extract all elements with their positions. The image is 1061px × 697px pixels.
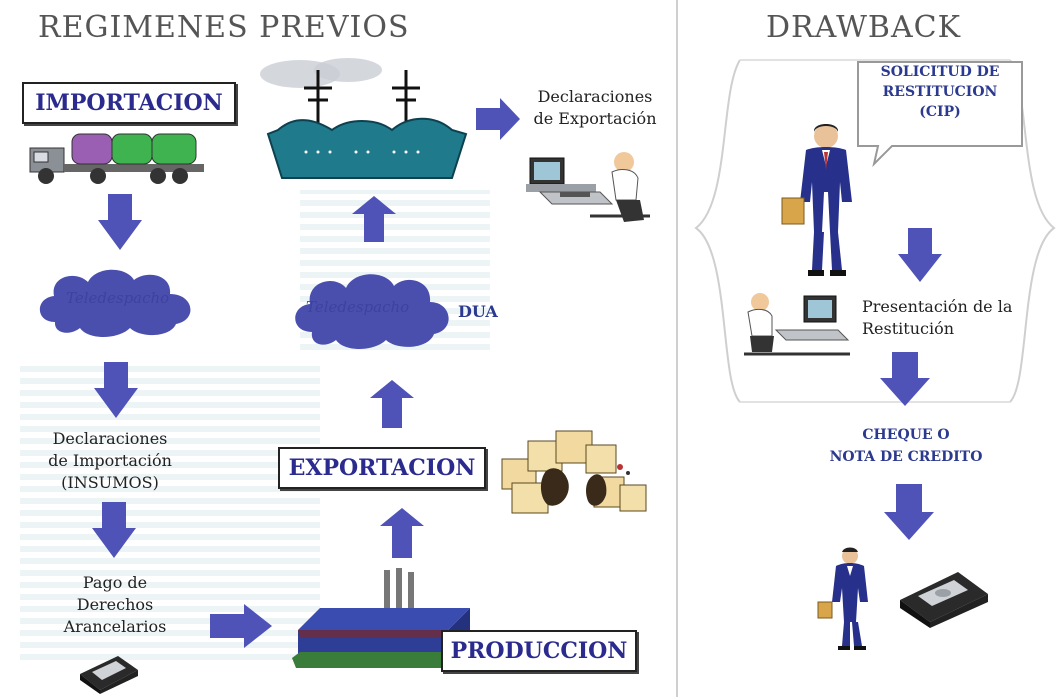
export-declarations-line: de Exportación: [533, 109, 657, 128]
arrow-right-icon: [210, 604, 272, 648]
duties-payment-text: Pago de Derechos Arancelarios: [40, 572, 190, 638]
import-declarations-text: Declaraciones de Importación (INSUMOS): [30, 428, 190, 494]
truck-icon: [29, 133, 204, 184]
duties-payment-line: Pago de: [82, 573, 148, 592]
money-stack-icon: [80, 656, 138, 694]
background-grid-shading: [20, 360, 320, 660]
import-declarations-line: Declaraciones: [52, 429, 168, 448]
computer-operator-icon: [526, 152, 650, 222]
speech-bubble-text: SOLICITUD DE RESTITUCION (CIP): [858, 62, 1022, 122]
computer-operator-icon: [744, 293, 850, 356]
produccion-label: PRODUCCION: [441, 630, 637, 672]
export-declarations-text: Declaraciones de Exportación: [520, 86, 670, 130]
arrow-down-icon: [94, 362, 138, 418]
panel-divider: [676, 0, 678, 697]
exportacion-label: EXPORTACION: [278, 447, 486, 489]
check-note-line: NOTA DE CREDITO: [829, 449, 983, 465]
speech-bubble: [857, 61, 1023, 168]
businessman-icon: [817, 547, 868, 650]
arrow-down-icon: [880, 352, 930, 406]
teledespacho-label: Teledespacho: [306, 298, 410, 316]
duties-payment-line: Arancelarios: [63, 617, 167, 636]
speech-bubble-line: (CIP): [919, 104, 961, 120]
cloud-icon: [39, 269, 191, 337]
restitution-presentation-line: Presentación de la: [862, 297, 1013, 316]
money-stack-icon: [900, 572, 988, 628]
drawback-title: DRAWBACK: [766, 10, 962, 45]
arrow-up-icon: [352, 196, 396, 242]
arrow-up-icon: [370, 380, 414, 428]
arrow-down-icon: [898, 228, 942, 282]
businessman-icon: [781, 124, 852, 276]
import-declarations-line: de Importación: [48, 451, 172, 470]
import-declarations-line: (INSUMOS): [61, 473, 159, 492]
export-declarations-line: Declaraciones: [537, 87, 653, 106]
teledespacho-label: Teledespacho: [66, 289, 170, 307]
check-note-text: CHEQUE O NOTA DE CREDITO: [826, 424, 986, 468]
packages-icon: [501, 430, 647, 514]
regimenes-previos-title: REGIMENES PREVIOS: [38, 10, 410, 45]
speech-bubble-line: RESTITUCION: [882, 84, 998, 100]
speech-bubble-line: SOLICITUD DE: [880, 64, 1000, 80]
arrow-down-icon: [98, 194, 142, 250]
arrow-right-icon: [476, 98, 520, 140]
arrow-down-icon: [92, 502, 136, 558]
duties-payment-line: Derechos: [76, 595, 154, 614]
restitution-presentation-text: Presentación de la Restitución: [862, 296, 1042, 340]
restitution-presentation-line: Restitución: [862, 319, 955, 338]
importacion-label: IMPORTACION: [22, 82, 236, 124]
dua-label: DUA: [458, 302, 498, 321]
arrow-up-icon: [380, 508, 424, 558]
check-note-line: CHEQUE O: [862, 427, 950, 443]
ship-icon: [260, 58, 468, 179]
arrow-down-icon: [884, 484, 934, 540]
cloud-icon: [295, 274, 449, 349]
